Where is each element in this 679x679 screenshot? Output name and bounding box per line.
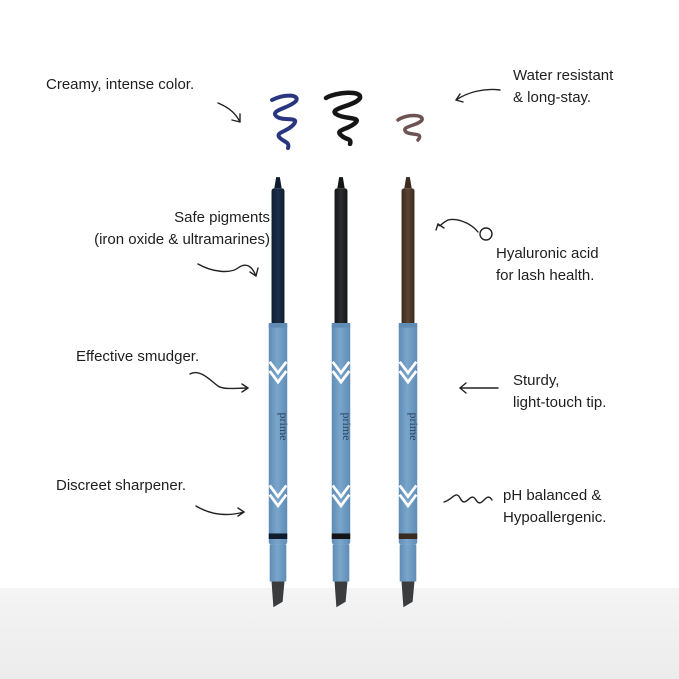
feature-creamy-color: Creamy, intense color. bbox=[46, 76, 195, 93]
feature-water-resistant: Water resistant & long-stay. bbox=[513, 67, 614, 106]
pencil-black: prime bbox=[331, 177, 353, 608]
svg-text:prime: prime bbox=[277, 413, 290, 441]
feature-ph-balanced: pH balanced & Hypoallergenic. bbox=[503, 487, 607, 526]
feature-sturdy-tip: Sturdy, light-touch tip. bbox=[513, 372, 607, 411]
svg-text:prime: prime bbox=[407, 413, 420, 441]
feature-sharpener: Discreet sharpener. bbox=[56, 477, 187, 494]
feature-hyaluronic-acid: Hyaluronic acid for lash health. bbox=[496, 245, 599, 284]
svg-text:prime: prime bbox=[340, 413, 353, 441]
brown-swatch-doodle bbox=[396, 113, 424, 142]
pencil-brown: prime bbox=[398, 177, 420, 608]
blue-swatch-doodle bbox=[270, 93, 299, 150]
feature-safe-pigments: Safe pigments (iron oxide & ultramarines… bbox=[94, 209, 270, 248]
pencil-blue: prime bbox=[268, 177, 290, 608]
black-swatch-doodle bbox=[323, 90, 363, 146]
feature-smudger: Effective smudger. bbox=[76, 348, 200, 365]
